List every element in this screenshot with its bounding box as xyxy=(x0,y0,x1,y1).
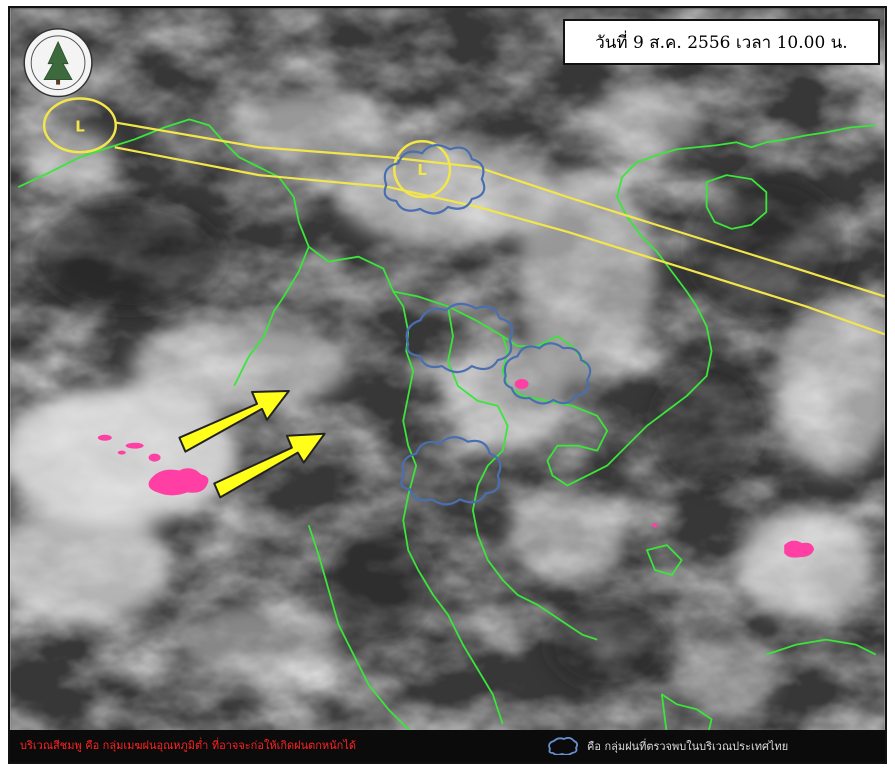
country-boundaries xyxy=(17,118,877,755)
monsoon-arrow-icon xyxy=(213,432,326,499)
rain-cloud-outline-icon xyxy=(503,342,592,405)
rain-cloud-outlines xyxy=(383,144,592,506)
satellite-image: L L xyxy=(10,8,885,762)
monsoon-trough-lines xyxy=(114,121,885,336)
date-time-text: วันที่ 9 ส.ค. 2556 เวลา 10.00 น. xyxy=(595,32,848,53)
low-pressure-label: L xyxy=(75,117,85,135)
heavy-rain-areas xyxy=(97,379,815,558)
low-pressure-label: L xyxy=(417,161,427,179)
legend-heavy-rain-text: บริเวณสีชมพู คือ กลุ่มเมฆฝนอุณหภูมิต่ำ ท… xyxy=(20,739,357,752)
satellite-map-frame: L L xyxy=(8,6,887,764)
legend-cloud-item: คือ กลุ่มฝนที่ตรวจพบในบริเวณประเทศไทย xyxy=(545,730,788,762)
rain-cloud-outline-icon xyxy=(400,436,502,506)
date-time-box: วันที่ 9 ส.ค. 2556 เวลา 10.00 น. xyxy=(563,19,880,65)
legend-bar: บริเวณสีชมพู คือ กลุ่มเมฆฝนอุณหภูมิต่ำ ท… xyxy=(10,730,885,762)
rain-cloud-outline-icon xyxy=(405,302,514,374)
monsoon-arrows xyxy=(178,389,326,499)
monsoon-arrow-icon xyxy=(178,389,290,453)
rain-cloud-outline-icon xyxy=(383,144,486,215)
rain-cloud-outline-icon xyxy=(548,737,579,755)
low-pressure-center: L xyxy=(393,140,452,199)
low-pressure-left: L xyxy=(42,97,118,154)
meteorological-department-seal-icon xyxy=(23,28,93,98)
legend-cloud-text: คือ กลุ่มฝนที่ตรวจพบในบริเวณประเทศไทย xyxy=(587,740,789,753)
